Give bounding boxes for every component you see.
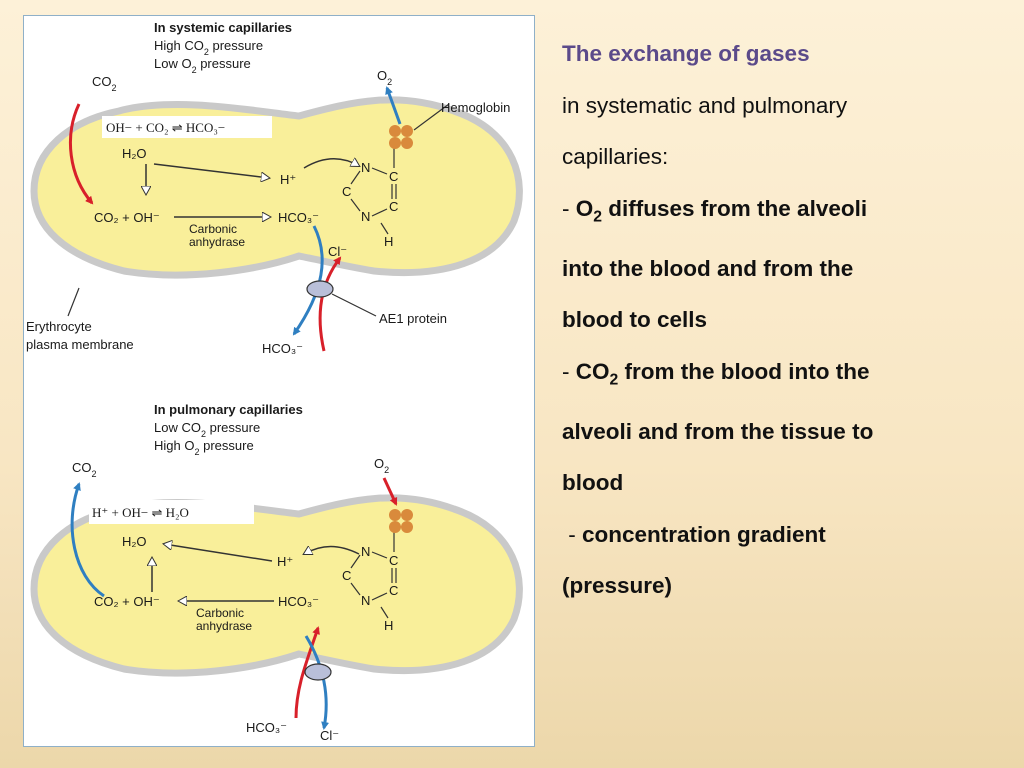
bullet-gradient-line-1: - concentration gradient xyxy=(562,521,826,547)
systemic-membrane-label: plasma membrane xyxy=(26,337,134,352)
systemic-cl-influx-arrow xyxy=(318,256,342,352)
systemic-co2-influx-arrow xyxy=(68,103,94,205)
bullet-gradient-line-2: (pressure) xyxy=(562,573,673,598)
bullet-co2-line-2: alveoli and from the tissue to xyxy=(562,418,874,444)
pulmonary-pressure-2: High O2 pressure xyxy=(154,438,254,457)
systemic-o2-label: O2 xyxy=(377,68,392,87)
ring-c2: C xyxy=(389,169,398,184)
systemic-h-binding-arrow xyxy=(303,159,359,169)
ring-c1: C xyxy=(342,568,351,583)
erythrocyte-leader xyxy=(67,287,80,317)
bullet-co2-line-3: blood xyxy=(562,470,624,495)
systemic-pressure-2: Low O2 pressure xyxy=(154,56,251,75)
pulmonary-hemoglobin-heme xyxy=(389,509,413,533)
systemic-ae1-label: AE1 protein xyxy=(379,311,447,326)
systemic-hemoglobin-label: Hemoglobin xyxy=(441,100,510,115)
systemic-erythrocyte-label: Erythrocyte xyxy=(26,319,92,334)
pulmonary-cl: Cl⁻ xyxy=(320,728,339,743)
pulmonary-h-to-h2o-arrow xyxy=(164,544,273,562)
pulmonary-hco3: HCO₃⁻ xyxy=(278,594,319,609)
pulmonary-equation-box xyxy=(89,500,254,524)
hemoglobin-leader xyxy=(413,103,450,131)
systemic-hco3: HCO₃⁻ xyxy=(278,210,319,225)
ae1-leader xyxy=(331,293,377,317)
pulmonary-o2-influx-arrow xyxy=(382,477,398,506)
systemic-hco3-efflux-arrow xyxy=(292,225,324,336)
ring-n1: N xyxy=(361,160,370,175)
bullet-o2-line-1: - O2 diffuses from the alveoli xyxy=(562,195,868,226)
ring-c1: C xyxy=(342,184,351,199)
ring-n1: N xyxy=(361,544,370,559)
ring-c2: C xyxy=(389,553,398,568)
pulmonary-h-release-arrow xyxy=(304,547,360,555)
ring-n2: N xyxy=(361,593,370,608)
pulmonary-o2-label: O2 xyxy=(374,456,389,475)
pulmonary-panel: In pulmonary capillaries Low CO2 pressur… xyxy=(30,402,523,743)
systemic-h2o-to-h-arrow xyxy=(153,163,269,178)
ring-h: H xyxy=(384,618,393,633)
systemic-hemoglobin-heme xyxy=(389,125,413,149)
bullet-o2-line-2: into the blood and from the xyxy=(562,255,854,281)
pulmonary-co2-efflux-arrow xyxy=(70,482,105,598)
systemic-o2-release-arrow xyxy=(385,86,402,125)
systemic-anhydrase: anhydrase xyxy=(189,235,245,249)
ring-n2: N xyxy=(361,209,370,224)
text-panel: The exchange of gases in systematic and … xyxy=(562,28,982,612)
pulmonary-ae1-protein xyxy=(304,663,332,681)
ring-h: H xyxy=(384,234,393,249)
pulmonary-title: In pulmonary capillaries xyxy=(154,402,303,417)
pulmonary-h2o: H₂O xyxy=(122,534,147,549)
slide-heading: The exchange of gases xyxy=(562,41,810,66)
bullet-co2-line-1: - CO2 from the blood into the xyxy=(562,358,870,389)
systemic-equation: OH− + CO₂ ⇌ HCO₃− xyxy=(106,120,225,135)
systemic-h2o: H₂O xyxy=(122,146,147,161)
systemic-pressure-1: High CO2 pressure xyxy=(154,38,263,57)
bullet-o2-line-3: blood to cells xyxy=(562,307,708,332)
systemic-equation-box xyxy=(102,116,272,138)
systemic-carbonic: Carbonic xyxy=(189,222,237,236)
figure-svg: In systemic capillaries High CO2 pressur… xyxy=(26,20,523,743)
ring-c3: C xyxy=(389,199,398,214)
pulmonary-hplus: H⁺ xyxy=(277,554,293,569)
pulmonary-hco3-in: HCO₃⁻ xyxy=(246,720,287,735)
systemic-cl: Cl⁻ xyxy=(328,244,347,259)
pulmonary-carbonic: Carbonic xyxy=(196,606,244,620)
pulmonary-imidazole-ring: N C N C C H xyxy=(342,532,398,633)
pulmonary-co2-label: CO2 xyxy=(72,460,97,479)
systemic-ae1-protein xyxy=(306,280,334,298)
pulmonary-equation: H⁺ + OH− ⇌ H₂O xyxy=(92,505,189,520)
systemic-co2-oh: CO₂ + OH⁻ xyxy=(94,210,160,225)
systemic-hco3-out: HCO₃⁻ xyxy=(262,341,303,356)
pulmonary-pressure-1: Low CO2 pressure xyxy=(154,420,260,439)
intro-line-1: in systematic and pulmonary xyxy=(562,92,848,118)
systemic-co2-label: CO2 xyxy=(92,74,117,93)
intro-line-2: capillaries: xyxy=(562,144,669,169)
systemic-hplus: H⁺ xyxy=(280,172,296,187)
pulmonary-cl-efflux-arrow xyxy=(304,635,330,730)
pulmonary-erythrocyte-cell xyxy=(30,494,523,677)
pulmonary-anhydrase: anhydrase xyxy=(196,619,252,633)
systemic-title: In systemic capillaries xyxy=(154,20,292,35)
systemic-imidazole-ring: N C N C C H xyxy=(342,148,398,249)
ring-c3: C xyxy=(389,583,398,598)
gas-exchange-figure: In systemic capillaries High CO2 pressur… xyxy=(23,15,535,747)
pulmonary-hco3-influx-arrow xyxy=(294,626,320,719)
pulmonary-co2-oh: CO₂ + OH⁻ xyxy=(94,594,160,609)
systemic-panel: In systemic capillaries High CO2 pressur… xyxy=(26,20,523,356)
